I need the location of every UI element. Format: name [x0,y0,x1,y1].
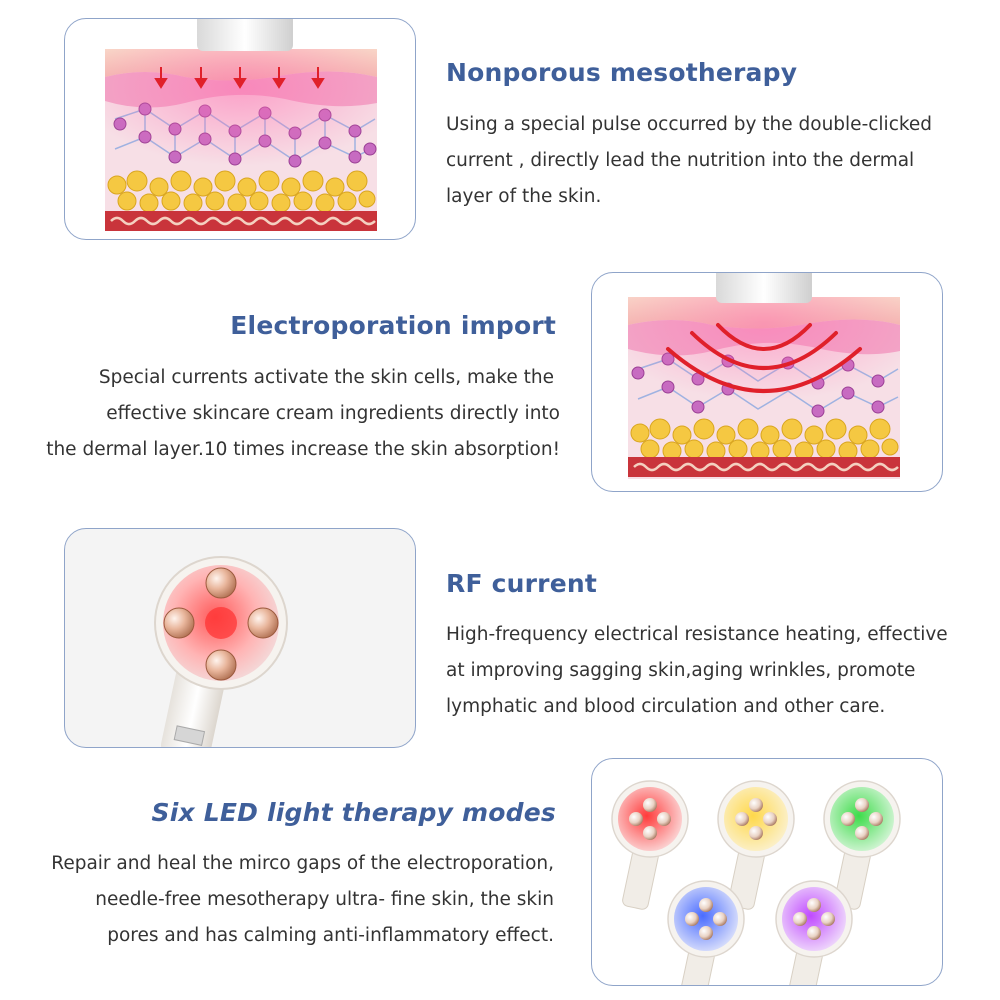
blue-light-head-icon [667,880,745,985]
skin-layers-electroporation-illustration [628,273,900,479]
section-title-electroporation: Electroporation import [230,311,556,340]
section-title-mesotherapy: Nonporous mesotherapy [446,58,798,87]
section-text-electroporation: Special currents activate the skin cells… [46,360,560,468]
text-line: High-frequency electrical resistance hea… [446,624,948,645]
text-line: current , directly lead the nutrition in… [446,150,915,171]
led-modes-panel [591,758,943,986]
text-line: at improving sagging skin,aging wrinkles… [446,660,916,681]
text-line: the dermal layer.10 times increase the s… [46,439,560,460]
green-light-head-icon [823,780,901,910]
section-title-led-modes: Six LED light therapy modes [151,798,556,827]
purple-light-head-icon [775,880,853,985]
section-title-rf-current: RF current [446,569,598,598]
red-light-head-icon [611,780,689,910]
skin-illustration-panel-1 [64,18,416,240]
section-text-mesotherapy: Using a special pulse occurred by the do… [446,107,932,215]
text-line: Using a special pulse occurred by the do… [446,114,933,135]
text-line: needle-free mesotherapy ultra- fine skin… [95,889,554,910]
yellow-light-head-icon [717,780,795,910]
device-head-red-light-illustration [154,556,288,747]
text-line: lymphatic and blood circulation and othe… [446,696,886,717]
text-line: pores and has calming anti-inflammatory … [107,925,554,946]
skin-layers-mesotherapy-illustration [105,19,377,231]
section-text-led-modes: Repair and heal the mirco gaps of the el… [51,846,554,954]
text-line: Special currents activate the skin cells… [98,367,554,388]
text-line: Repair and heal the mirco gaps of the el… [51,853,554,874]
skin-illustration-panel-2 [591,272,943,492]
device-red-light-panel [64,528,416,748]
led-color-heads-illustration [611,780,901,985]
text-line: effective skincare cream ingredients dir… [106,403,560,424]
section-text-rf-current: High-frequency electrical resistance hea… [446,617,948,725]
text-line: layer of the skin. [446,186,602,207]
